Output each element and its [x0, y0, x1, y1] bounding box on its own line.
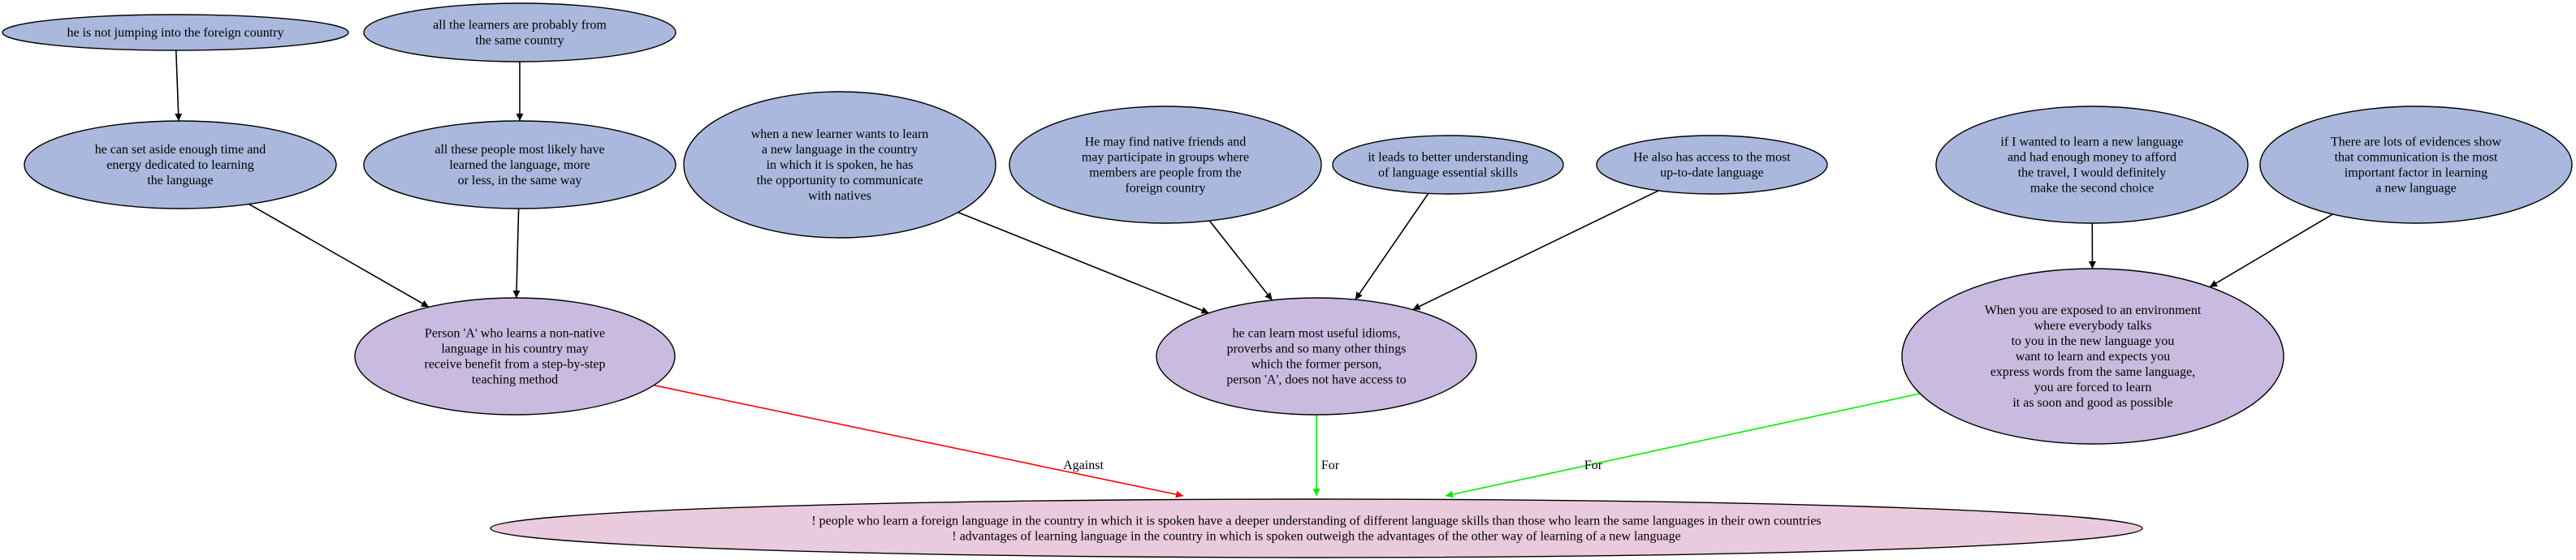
- node-text-line: He may find native friends and: [1085, 136, 1247, 149]
- node-text-line: with natives: [808, 189, 871, 203]
- node-text-line: proverbs and so many other things: [1227, 342, 1407, 356]
- claim-ellipse: [1901, 268, 2284, 445]
- node-text-line: you are forced to learn: [2034, 381, 2152, 394]
- node-text-line: language in his country may: [441, 342, 588, 356]
- edge-n8-to-c2: [1412, 190, 1659, 311]
- node-text-line: he can set aside enough time and: [95, 143, 266, 157]
- edge-label-against: Against: [1063, 459, 1104, 472]
- edge-n6-to-c2: [1208, 220, 1273, 301]
- node-text-line: When you are exposed to an environment: [1985, 304, 2202, 317]
- node-text-line: the opportunity to communicate: [757, 174, 923, 187]
- node-text-line: of language essential skills: [1378, 166, 1518, 180]
- claim-node-c3: When you are exposed to an environment wh…: [1901, 268, 2284, 445]
- node-text-line: all the learners are probably from: [433, 19, 607, 32]
- claim-ellipse: [354, 297, 676, 416]
- claim-ellipse: [1156, 297, 1477, 416]
- claim-node-c2: he can learn most useful idioms,proverbs…: [1156, 297, 1477, 416]
- node-text-line: that communication is the most: [2335, 151, 2498, 165]
- node-text-line: where everybody talks: [2034, 319, 2152, 333]
- premise-ellipse: [1009, 106, 1322, 224]
- edge-c1-to-root: [653, 384, 1184, 498]
- node-text-line: when a new learner wants to learn: [751, 127, 929, 141]
- node-text-line: express words from the same language,: [1990, 365, 2195, 379]
- node-text-line: ! people who learn a foreign language in…: [811, 515, 1821, 528]
- node-text-line: all these people most likely have: [434, 143, 604, 157]
- node-text-line: which the former person,: [1251, 358, 1382, 372]
- node-text-line: members are people from the: [1089, 166, 1241, 180]
- node-text-line: to you in the new language you: [2012, 334, 2175, 348]
- node-text-line: make the second choice: [2030, 182, 2154, 196]
- premise-node-n6: He may find native friends and may partic…: [1009, 106, 1322, 224]
- node-text-line: foreign country: [1125, 182, 1205, 196]
- root-node-root: ! people who learn a foreign language in…: [490, 498, 2143, 558]
- node-text-line: or less, in the same way: [458, 174, 582, 187]
- premise-node-n4: all these people most likely havelearned…: [363, 120, 676, 209]
- node-text-line: and had enough money to afford: [2008, 151, 2176, 165]
- premise-ellipse: [2, 14, 349, 51]
- node-text-line: may participate in groups where: [1082, 151, 1249, 165]
- edge-n10-to-c3: [2209, 213, 2333, 288]
- node-text-line: receive benefit from a step-by-step: [424, 358, 605, 372]
- node-text-line: ! advantages of learning language in the…: [952, 530, 1680, 544]
- claim-node-c1: Person 'A' who learns a non-nativelangua…: [354, 297, 676, 416]
- premise-ellipse: [24, 120, 337, 209]
- edge-label-for: For: [1584, 459, 1603, 472]
- edge-n7-to-c2: [1355, 193, 1429, 300]
- node-text-line: if I wanted to learn a new language: [2000, 136, 2183, 149]
- premise-ellipse: [2259, 106, 2573, 224]
- node-text-line: important factor in learning: [2345, 166, 2487, 180]
- premise-ellipse: [1935, 106, 2249, 224]
- node-text-line: He also has access to the most: [1633, 151, 1791, 165]
- node-text-line: There are lots of evidences show: [2331, 136, 2502, 149]
- edge-n5-to-c2: [957, 211, 1209, 314]
- node-text-line: person 'A', does not have access to: [1226, 373, 1406, 387]
- node-text-line: it leads to better understanding: [1368, 151, 1528, 165]
- node-text-line: it as soon and good as possible: [2012, 396, 2172, 410]
- premise-node-n10: There are lots of evidences show that com…: [2259, 106, 2573, 224]
- node-text-line: he is not jumping into the foreign count…: [67, 26, 283, 40]
- premise-ellipse: [363, 2, 676, 62]
- premise-ellipse: [363, 120, 676, 209]
- node-text-line: the language: [147, 174, 213, 187]
- node-text-line: in which it is spoken, he has: [767, 158, 914, 172]
- node-text-line: want to learn and expects you: [2016, 350, 2171, 364]
- edge-label-for: For: [1321, 459, 1340, 472]
- node-text-line: he can learn most useful idioms,: [1232, 327, 1400, 341]
- node-text-line: energy dedicated to learning: [106, 158, 253, 172]
- edge-n3-to-c1: [249, 203, 430, 308]
- premise-ellipse: [1332, 135, 1564, 195]
- node-text-line: up-to-date language: [1660, 166, 1764, 180]
- premise-node-n1: he is not jumping into the foreign count…: [2, 14, 349, 51]
- premise-node-n9: if I wanted to learn a new language and h…: [1935, 106, 2249, 224]
- edge-c3-to-root: [1445, 393, 1921, 498]
- node-text-line: learned the language, more: [449, 158, 590, 172]
- node-text-line: Person 'A' who learns a non-native: [425, 327, 605, 341]
- edge-n1-to-n3: [175, 50, 183, 122]
- edge-n4-to-c1: [512, 208, 521, 299]
- node-text-line: teaching method: [472, 373, 558, 387]
- node-text-line: the same country: [475, 34, 564, 48]
- node-text-line: a new language: [2375, 182, 2457, 196]
- premise-node-n8: He also has access to the mostup-to-date…: [1596, 135, 1828, 195]
- root-ellipse: [490, 498, 2143, 558]
- premise-node-n5: when a new learner wants to learn a new l…: [683, 91, 996, 239]
- node-text-line: a new language in the country: [762, 143, 918, 157]
- premise-node-n2: all the learners are probably from the sa…: [363, 2, 676, 62]
- premise-ellipse: [683, 91, 996, 239]
- premise-ellipse: [1596, 135, 1828, 195]
- node-text-line: the travel, I would definitely: [2018, 166, 2167, 180]
